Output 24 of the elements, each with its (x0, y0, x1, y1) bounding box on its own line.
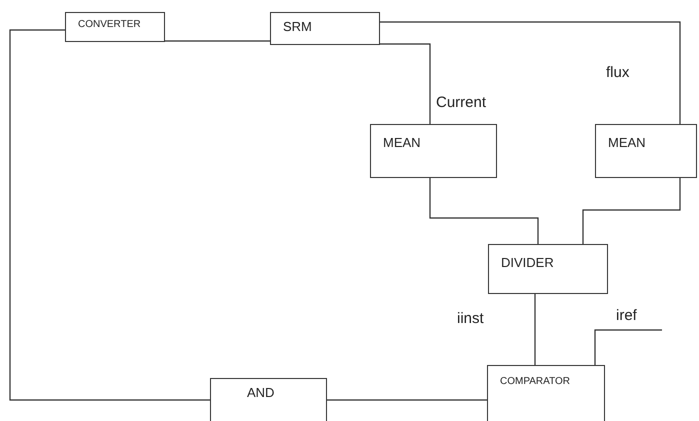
block-box (487, 365, 605, 421)
block-box (370, 124, 497, 178)
connector-line (429, 178, 539, 244)
signal-label: iref (616, 306, 637, 326)
connector-line (380, 43, 431, 124)
block-box (65, 12, 165, 42)
block-box (488, 244, 608, 294)
block-label: SRM (283, 18, 312, 36)
connector-line (534, 294, 536, 365)
connector-line (380, 21, 681, 124)
connector-line (582, 178, 681, 244)
block-box (595, 124, 697, 178)
block-box (270, 12, 380, 45)
connector-line (165, 40, 270, 42)
block-label: AND (247, 384, 274, 402)
block-label: DIVIDER (501, 254, 554, 272)
connector-line (594, 329, 662, 365)
block-label: COMPARATOR (500, 375, 570, 389)
block-box (210, 378, 327, 421)
block-label: CONVERTER (78, 18, 141, 32)
connector-line (327, 399, 487, 401)
block-label: MEAN (383, 134, 421, 152)
block-label: MEAN (608, 134, 646, 152)
connector-line (9, 29, 210, 401)
